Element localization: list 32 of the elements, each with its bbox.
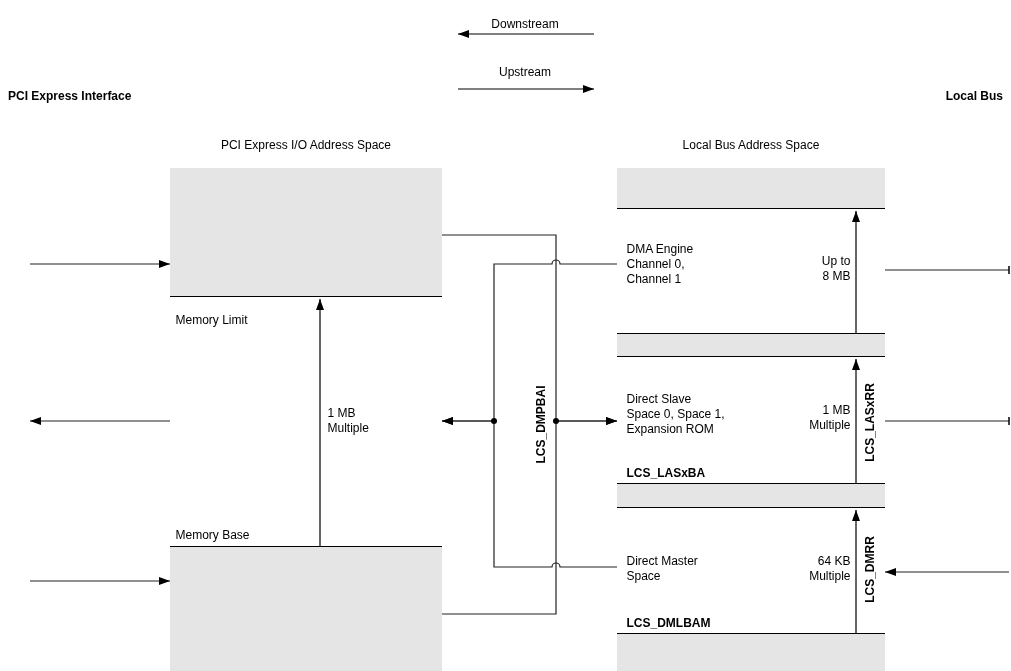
legend-label: Downstream — [490, 17, 560, 32]
register-label: LCS_DMLBAM — [626, 616, 711, 631]
connector-arrow — [29, 417, 171, 425]
range-label: 1 MB Multiple — [808, 403, 851, 433]
range-label: 1 MB Multiple — [327, 406, 370, 436]
column-heading: Local Bus Address Space — [681, 138, 821, 153]
range-label: Up to 8 MB — [820, 254, 851, 284]
reserved-region — [616, 333, 885, 356]
region-label: DMA Engine Channel 0, Channel 1 — [626, 242, 695, 287]
connector-arrow — [884, 568, 1010, 576]
interface-heading: Local Bus — [945, 89, 1003, 104]
register-label: LCS_LASxRR — [862, 381, 877, 464]
region-label: Memory Limit — [175, 313, 248, 328]
connector-arrow — [441, 417, 618, 568]
reserved-region — [616, 483, 885, 507]
register-label: LCS_DMRR — [862, 534, 877, 605]
reserved-region — [616, 168, 885, 208]
reserved-region — [169, 168, 442, 296]
region-label: Memory Base — [175, 528, 250, 543]
region-label: Direct Slave Space 0, Space 1, Expansion ROM — [626, 392, 726, 437]
register-label: LCS_LASxBA — [626, 466, 706, 481]
connector-arrow — [29, 577, 171, 585]
interface-heading: PCI Express Interface — [8, 89, 132, 104]
connector-arrow — [441, 417, 618, 615]
column-heading: PCI Express I/O Address Space — [219, 138, 393, 153]
region-label: Direct Master Space — [626, 554, 699, 584]
connector-arrow — [29, 260, 171, 268]
bus-label: LCS_DMPBAI — [533, 384, 549, 465]
reserved-region — [169, 546, 442, 671]
legend-label: Upstream — [498, 65, 552, 80]
reserved-region — [616, 633, 885, 671]
range-label: 64 KB Multiple — [808, 554, 851, 584]
